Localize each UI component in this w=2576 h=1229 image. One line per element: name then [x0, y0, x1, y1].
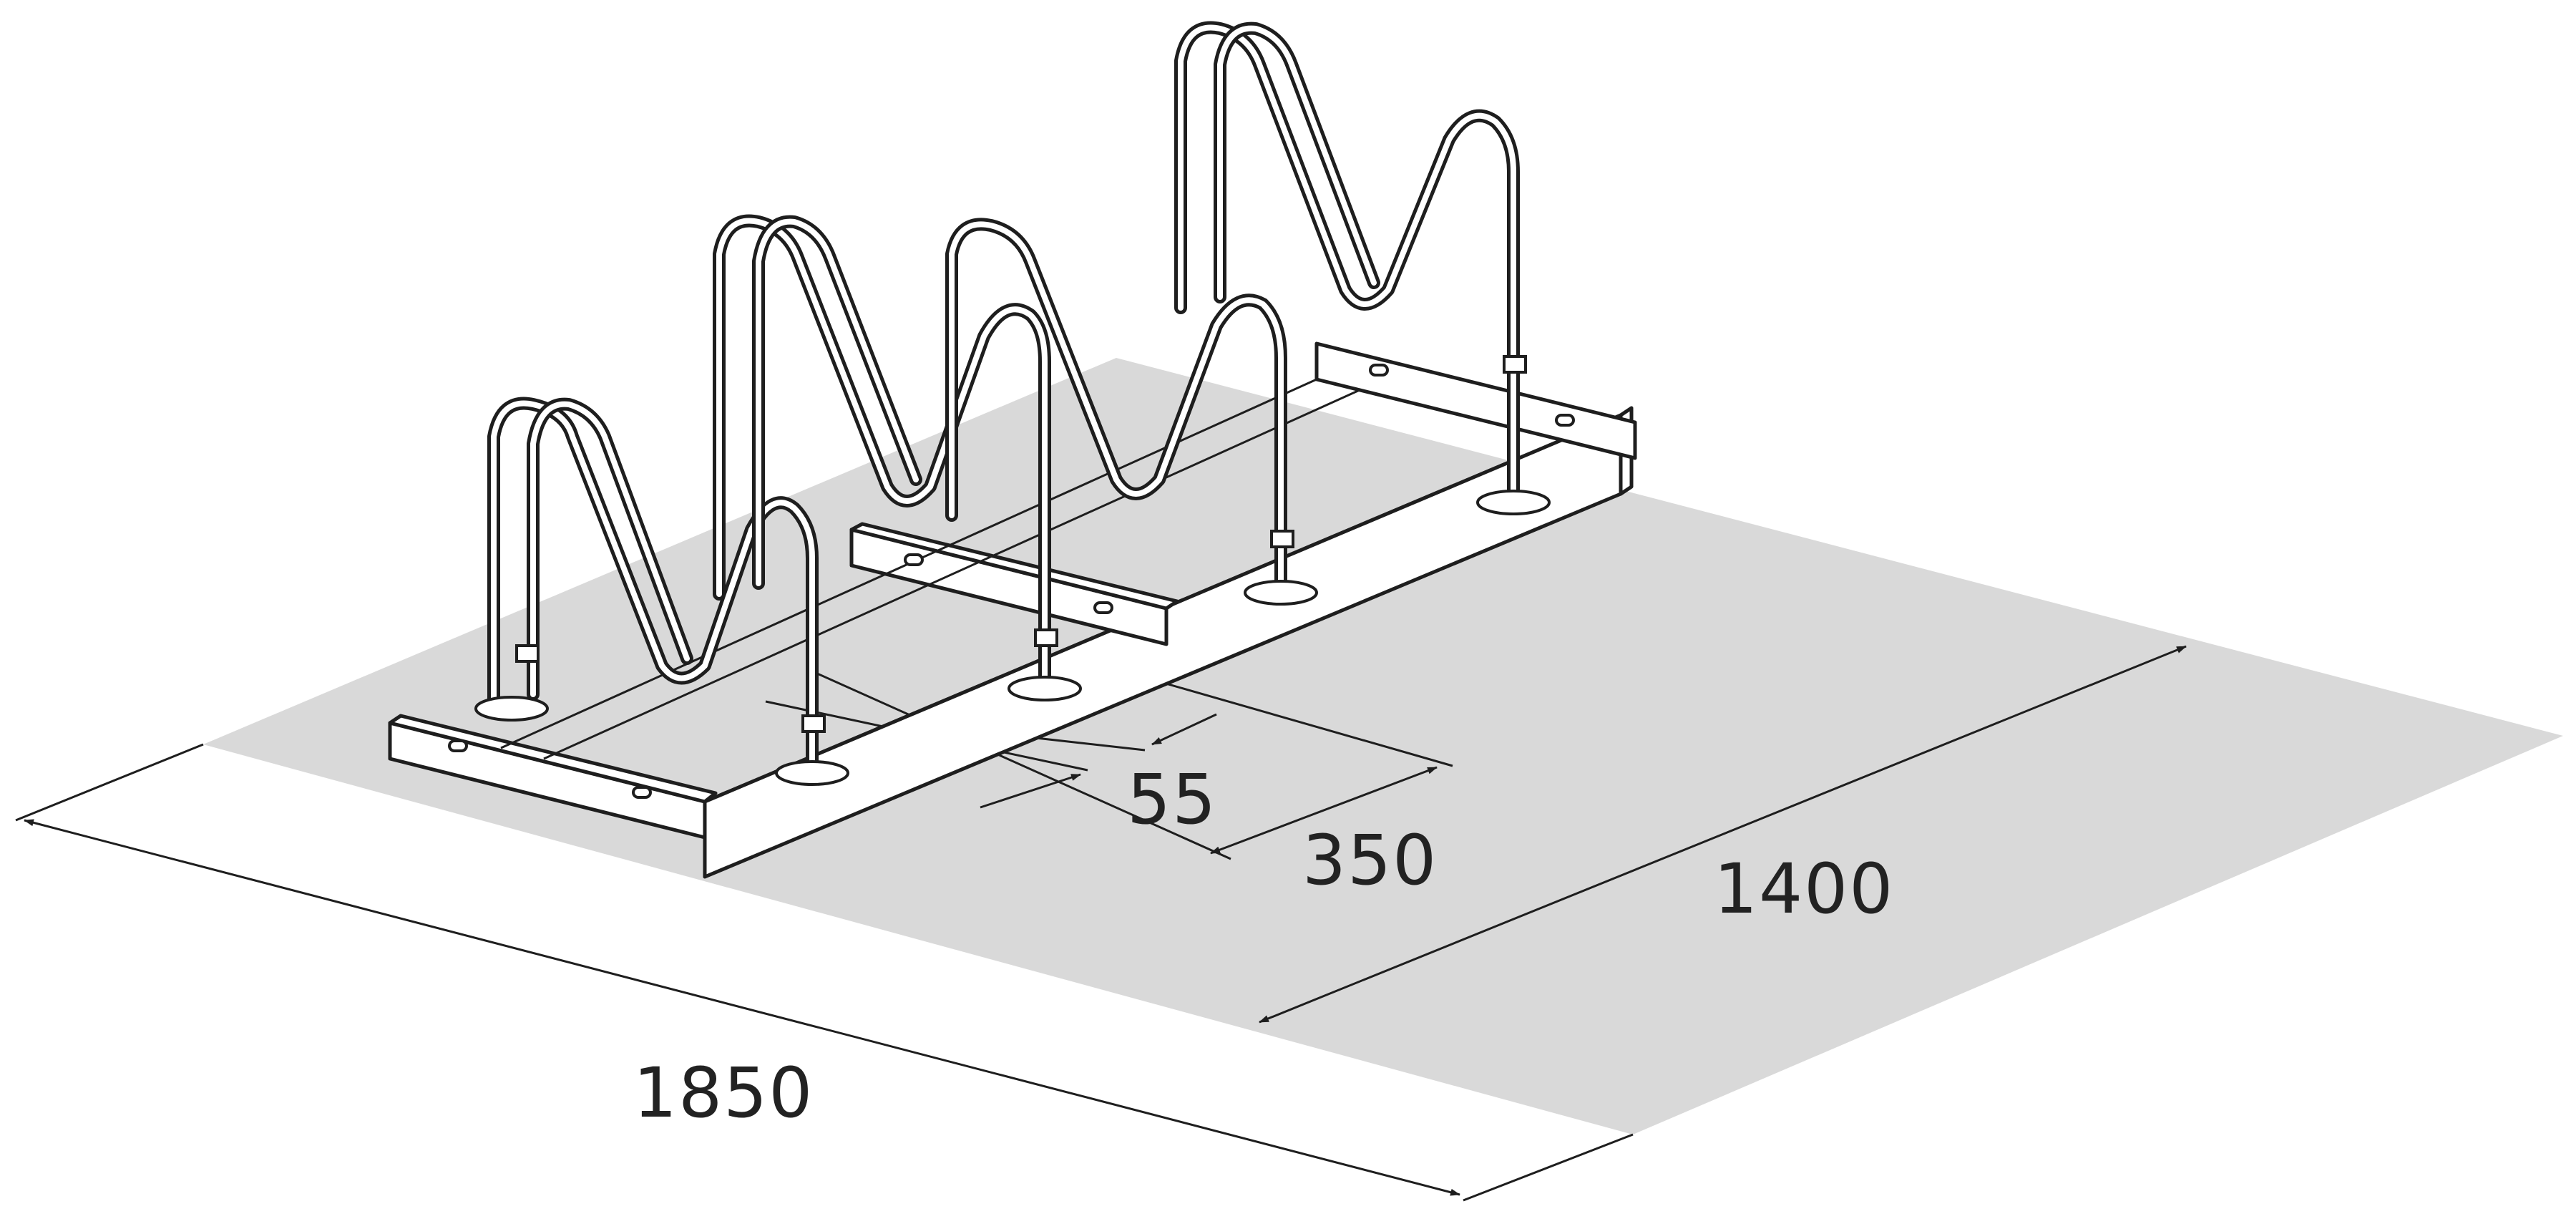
dimension-spacing-label: 350	[1302, 820, 1438, 900]
dimension-length-label: 1850	[633, 1053, 814, 1133]
dimension-length	[15, 743, 1634, 1202]
dimension-offset-label: 55	[1127, 759, 1217, 840]
dimension-depth-label: 1400	[1714, 849, 1894, 929]
base-frame	[388, 341, 1637, 879]
foot-plates	[474, 355, 1551, 786]
dimension-depth	[1259, 645, 2187, 1024]
bike-holders	[487, 21, 1520, 776]
